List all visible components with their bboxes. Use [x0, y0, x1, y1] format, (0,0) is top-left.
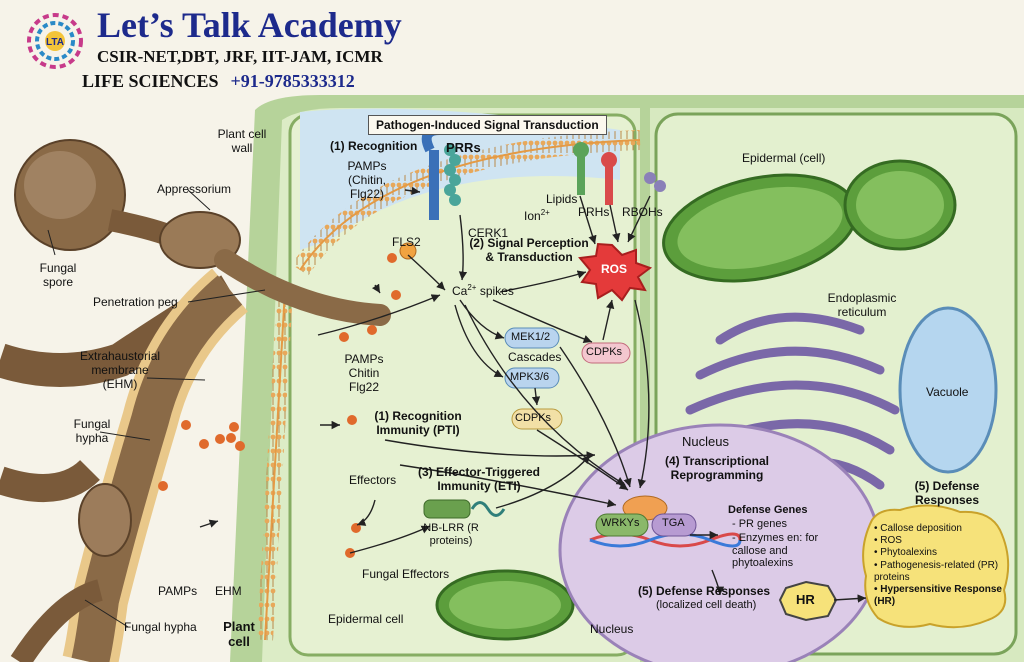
signal-arrows: [199, 186, 867, 603]
academy-header: LTA Let’s Talk Academy CSIR-NET,DBT, JRF…: [0, 0, 470, 100]
label-defense-genes-title: Defense Genes: [728, 504, 808, 516]
label-pamps-chitin-flg22: PAMPs (Chitin, Flg22): [347, 159, 387, 201]
label-signal-perception: (2) Signal Perception & Transduction: [469, 236, 589, 264]
label-nb-lrr: NB-LRR (R proteins): [423, 522, 479, 547]
defense-response-item: • Hypersensitive Response (HR): [874, 583, 1002, 608]
label-recognition-immunity: (1) Recognition Immunity (PTI): [374, 409, 462, 437]
label-plant-cell: Plant cell: [223, 619, 255, 649]
chloroplasts: [435, 159, 957, 641]
label-rbohs: RBOHs: [622, 205, 663, 219]
label-fungal-spore: Fungal spore: [39, 261, 77, 289]
fungal-hypha: [71, 275, 243, 662]
label-fungal-hypha-mid: Fungal hypha: [73, 417, 111, 445]
label-epidermal-cell-top: Epidermal (cell): [742, 151, 826, 165]
defense-response-item: • Phytoalexins: [874, 547, 937, 559]
penetration-peg: [214, 249, 391, 326]
label-hr: HR: [796, 592, 815, 607]
subject-line: LIFE SCIENCES+91-9785333312: [82, 71, 355, 91]
phone-number: +91-9785333312: [230, 71, 355, 91]
label-nucleus-bottom: Nucleus: [590, 622, 634, 636]
label-plant-cell-wall: Plant cell wall: [217, 127, 267, 155]
label-endoplasmic-reticulum: Endoplasmic reticulum: [827, 291, 897, 319]
label-prrs: PRRs: [446, 140, 481, 155]
label-cascades: Cascades: [508, 350, 562, 364]
label-prhs: PRHs: [578, 205, 610, 219]
label-appressorium: Appressorium: [157, 182, 232, 196]
label-pamps-bottom: PAMPs: [158, 584, 198, 598]
label-fungal-hypha-bottom: Fungal hypha: [124, 620, 197, 634]
label-eti: (3) Effector-Triggered Immunity (ETI): [417, 465, 540, 493]
label-localized: (localized cell death): [656, 599, 757, 611]
academy-logo: LTA: [27, 13, 83, 69]
defense-response-list: • Callose deposition• ROS• Phytoalexins•…: [874, 523, 1004, 608]
label-cdpks-1: CDPKs: [515, 412, 552, 424]
defense-response-item: • Callose deposition: [874, 523, 962, 534]
label-epidermal-cell-bottom: Epidermal cell: [328, 612, 404, 626]
vacuole: [898, 306, 998, 474]
exam-list: CSIR-NET,DBT, JRF, IIT-JAM, ICMR: [97, 47, 383, 66]
academy-title: Let’s Talk Academy: [97, 5, 402, 45]
label-mpk: MPK3/6: [510, 371, 550, 383]
fungal-structures: [0, 139, 391, 662]
label-ehm-full: Extrahaustorial membrane (EHM): [80, 349, 161, 391]
receptors: [399, 125, 666, 260]
label-defense-responses-local: (5) Defense Responses: [638, 584, 771, 598]
label-recognition-1: (1) Recognition: [330, 139, 418, 153]
label-tga: TGA: [662, 517, 685, 529]
label-wrkys: WRKYs: [601, 517, 640, 529]
label-mek: MEK1/2: [511, 331, 551, 343]
label-transcriptional: (4) Transcriptional Reprogramming: [664, 454, 770, 482]
label-ehm: EHM: [215, 584, 242, 598]
label-ion: Ion2+: [524, 208, 550, 223]
label-vacuole: Vacuole: [926, 385, 969, 399]
defense-response-item: • Pathogenesis-related (PR) proteins: [874, 559, 999, 583]
label-defense-responses-right: (5) Defense Responses: [914, 479, 980, 507]
label-fls2: FLS2: [392, 235, 421, 249]
label-effectors: Effectors: [349, 473, 397, 487]
pamp-dots: [158, 253, 401, 558]
leader-lines: [47, 189, 266, 628]
label-lipids: Lipids: [546, 192, 578, 206]
label-enzymes: - Enzymes en: for callose and phytoalexi…: [732, 532, 819, 570]
defense-responses-cloud: [862, 504, 1010, 629]
label-penetration-peg: Penetration peg: [93, 295, 178, 309]
diagram-title: Pathogen-Induced Signal Transduction: [368, 115, 607, 135]
label-fungal-effectors: Fungal Effectors: [362, 567, 450, 581]
label-pr-genes: - PR genes: [732, 518, 788, 530]
label-ca-spikes: Ca2+ spikes: [452, 283, 514, 298]
label-cdpks-2: CDPKs: [586, 346, 623, 358]
label-pamps-mid: PAMPs Chitin Flg22: [344, 352, 384, 394]
ros-burst: [578, 242, 653, 302]
label-cerk1: CERK1: [468, 226, 509, 240]
label-ros: ROS: [601, 262, 628, 276]
label-nucleus-top: Nucleus: [682, 434, 729, 449]
defense-response-item: • ROS: [874, 535, 902, 547]
hr-badge: [778, 580, 838, 622]
svg-text:LTA: LTA: [46, 37, 64, 48]
